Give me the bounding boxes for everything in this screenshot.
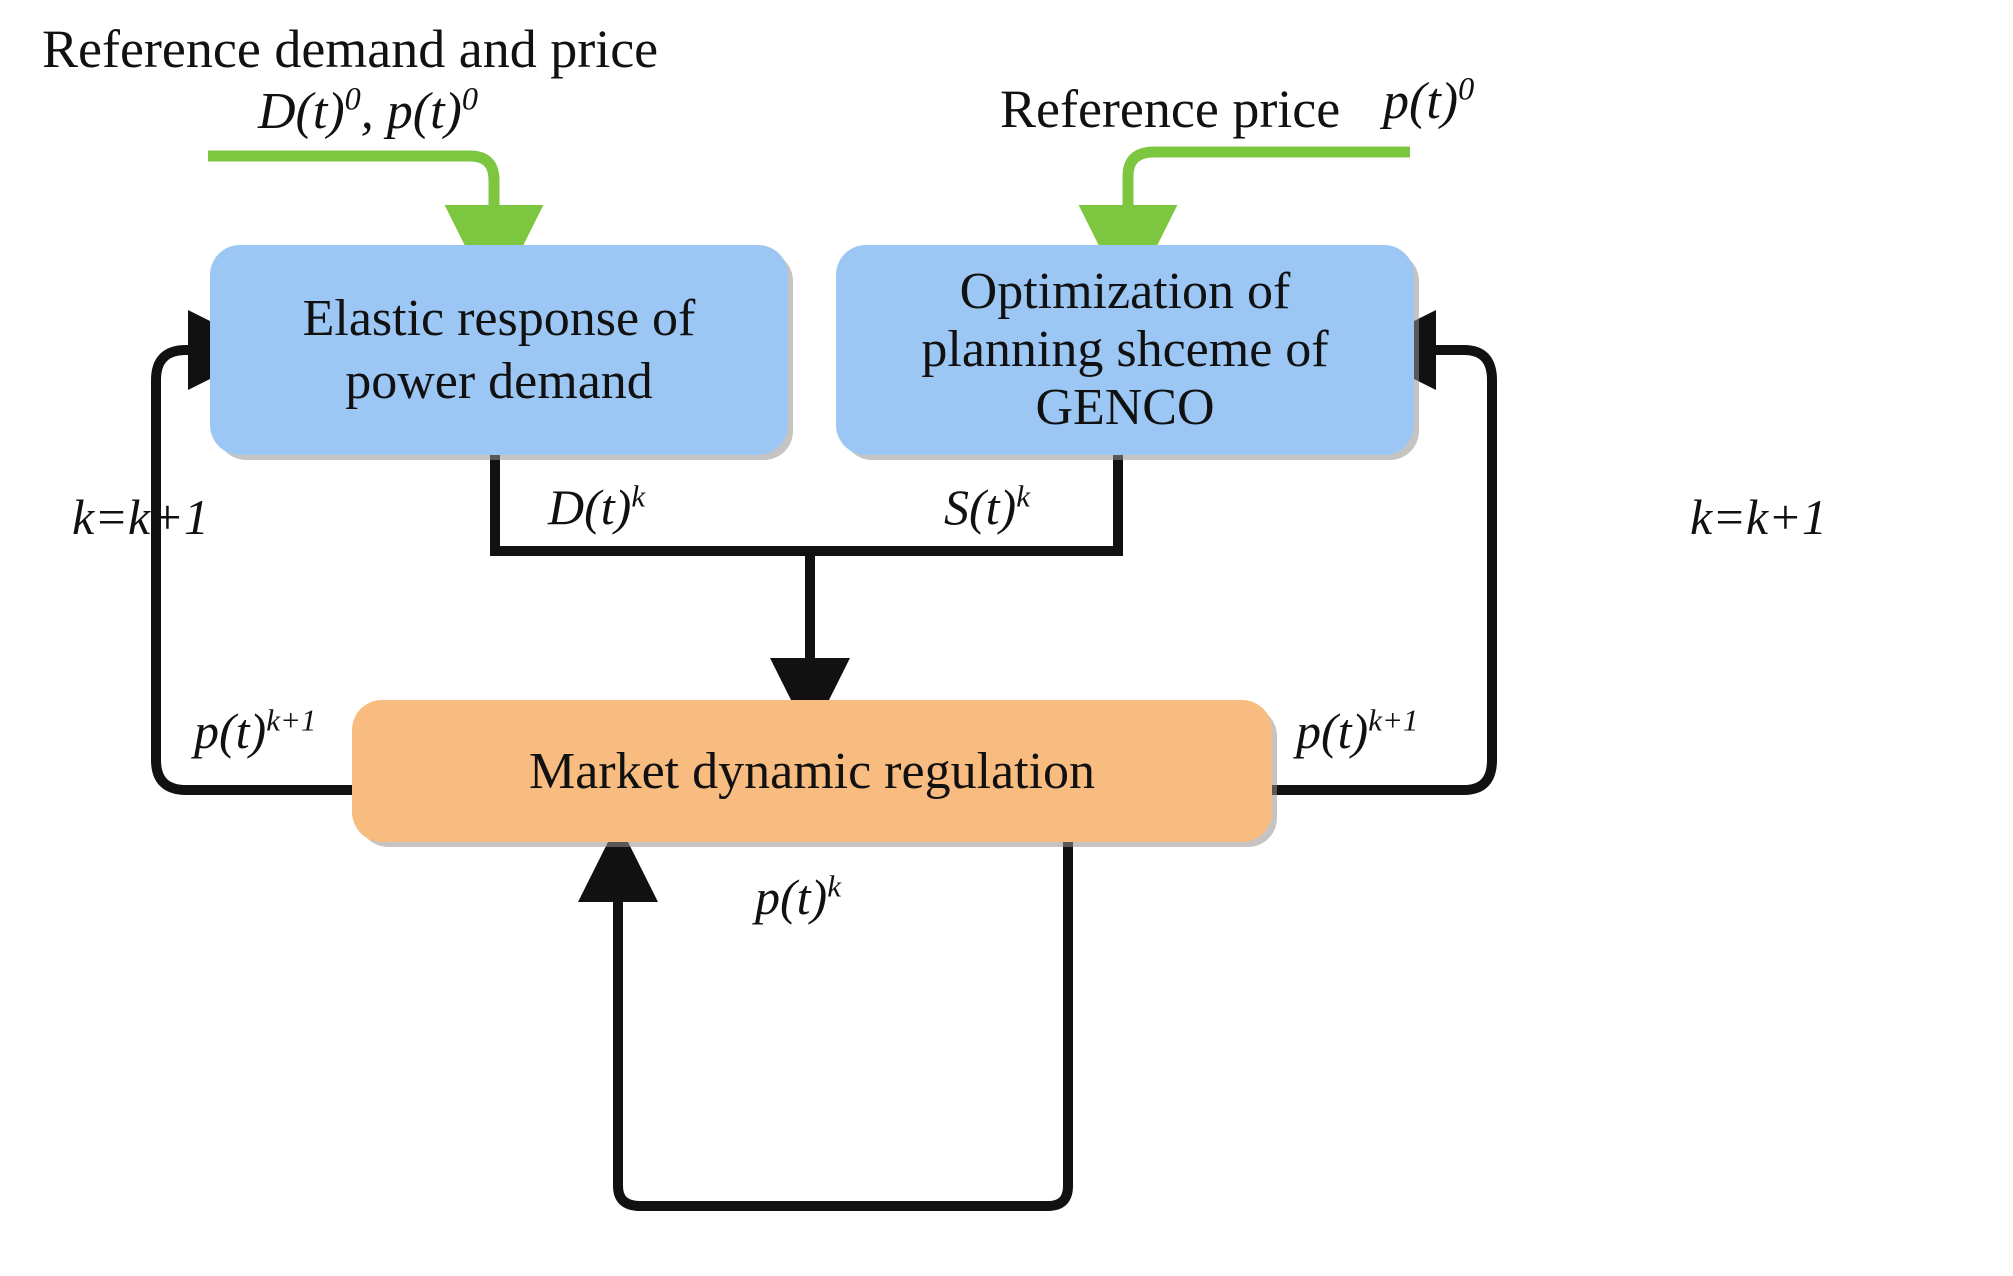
edge-label-price-bottom-superscript: k [827, 868, 841, 904]
edge-label-price-right-superscript: k+1 [1368, 702, 1419, 738]
edge-label-price-bottom-base: p(t) [755, 869, 828, 925]
edge-label-price-loop-bottom: p(t)k [755, 868, 841, 926]
edge-label-price-right-base: p(t) [1296, 703, 1369, 759]
edge-label-price-feedback-left: p(t)k+1 [194, 702, 316, 760]
green-arrow-left [208, 150, 544, 304]
edge-label-supply-superscript: k [1016, 478, 1030, 514]
formula-p0-superscript: 0 [1458, 70, 1475, 107]
formula-p-superscript: 0 [461, 80, 478, 117]
box-text-optimization-line3: GENCO [1035, 379, 1215, 437]
edge-label-supply-base: S(t) [944, 479, 1017, 535]
box-text-market: Market dynamic regulation [528, 742, 1096, 800]
feedback-loop-right [1272, 310, 1497, 795]
formula-p0-base: p(t) [1383, 73, 1459, 130]
flow-supply-to-bus [810, 455, 1123, 556]
formula-p-of-t: , p(t) [360, 83, 462, 140]
process-box-elastic-response[interactable]: Elastic response of power demand [210, 245, 788, 455]
box-text-elastic: Elastic response of power demand [303, 287, 696, 414]
process-box-market-dynamic-regulation[interactable]: Market dynamic regulation [352, 700, 1272, 842]
reference-price-label: Reference price [1000, 79, 1341, 139]
flow-demand-to-bus [490, 455, 810, 556]
edge-label-demand-superscript: k [631, 478, 646, 514]
formula-D-superscript: 0 [344, 80, 361, 117]
edge-label-demand-base: D(t) [548, 479, 632, 535]
box-text-optimization-line2: planning shceme of [921, 320, 1329, 378]
edge-label-price-left-base: p(t) [194, 703, 267, 759]
edge-label-iterate-left: k=k+1 [72, 489, 209, 545]
formula-D-of-t: D(t) [258, 83, 345, 140]
box-text-elastic-line2: power demand [345, 353, 653, 410]
edge-label-iterate-right: k=k+1 [1690, 489, 1827, 545]
process-box-optimization-genco[interactable]: Optimization of planning shceme of GENCO [836, 245, 1414, 455]
box-text-optimization: Optimization of planning shceme of GENCO [921, 263, 1328, 438]
box-text-elastic-line1: Elastic response of [302, 289, 696, 347]
reference-demand-and-price-label: Reference demand and price [42, 19, 659, 79]
reference-price-formula: p(t)0 [1383, 72, 1474, 131]
box-text-optimization-line1: Optimization of [959, 262, 1291, 320]
edge-label-price-left-superscript: k+1 [266, 702, 317, 738]
feedback-loop-left [151, 310, 352, 795]
edge-label-supply-output: S(t)k [944, 478, 1030, 536]
edge-label-demand-output: D(t)k [548, 478, 645, 536]
feedback-loop-bottom [578, 822, 1073, 1211]
reference-demand-price-formula: D(t)0, p(t)0 [258, 82, 478, 141]
green-arrow-right [1078, 146, 1410, 304]
edge-label-price-feedback-right: p(t)k+1 [1296, 702, 1418, 760]
